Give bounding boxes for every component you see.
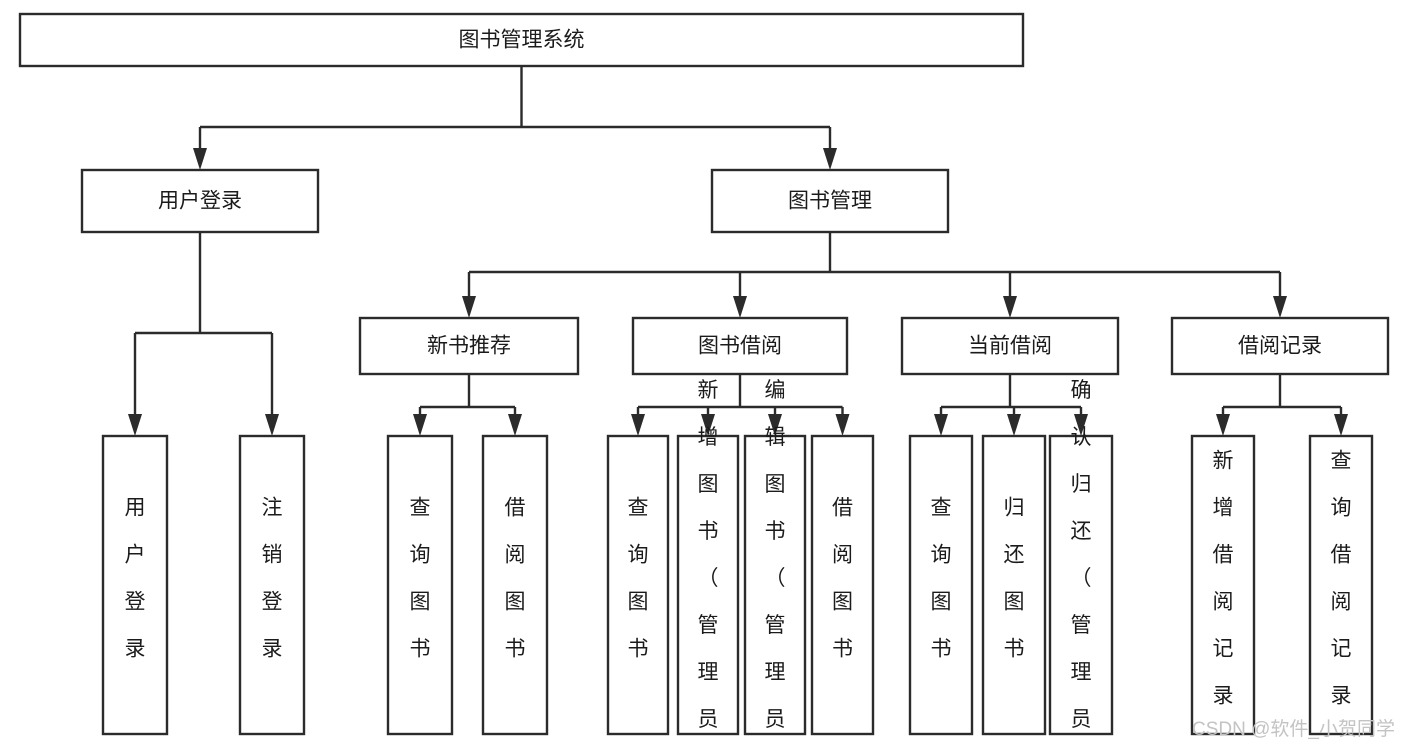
arrow-head-icon [1334,414,1348,436]
arrow-head-icon [1216,414,1230,436]
node-book-borrow-label: 图书借阅 [698,335,782,358]
node-leaf-return-book-label: 归还图书 [1004,497,1025,661]
node-leaf-query-borrow-record-box [1308,434,1374,736]
node-current-borrow-label: 当前借阅 [968,335,1052,358]
node-new-book-recommend-box [358,316,580,376]
node-leaf-query-book-1[interactable]: 查询图书 [386,434,454,736]
node-leaf-confirm-return-admin[interactable]: 确认归还（管理员） [1048,379,1114,747]
arrow-head-icon [193,148,207,170]
arrow-head-icon [1074,414,1088,436]
node-leaf-query-book-3-label: 查询图书 [931,497,952,661]
nodes-layer: 图书管理系统用户登录图书管理新书推荐图书借阅当前借阅借阅记录用户登录注销登录查询… [18,12,1390,747]
arrow-head-icon [701,414,715,436]
arrow-head-icon [413,414,427,436]
node-leaf-add-borrow-record-label: 新增借阅记录 [1213,450,1234,708]
node-leaf-query-book-2-box [606,434,670,736]
node-leaf-query-book-3-box [908,434,974,736]
node-leaf-add-borrow-record-box [1190,434,1256,736]
node-leaf-logout-login[interactable]: 注销登录 [238,434,306,736]
node-user-login[interactable]: 用户登录 [80,168,320,234]
node-leaf-add-book-admin[interactable]: 新增图书（管理员） [676,379,740,747]
node-leaf-return-book[interactable]: 归还图书 [981,434,1047,736]
node-leaf-borrow-book-2-label: 借阅图书 [832,497,853,661]
arrow-head-icon [631,414,645,436]
node-leaf-borrow-book-2-box [810,434,875,736]
node-leaf-user-login-box [101,434,169,736]
node-leaf-query-book-2[interactable]: 查询图书 [606,434,670,736]
arrow-head-icon [265,414,279,436]
node-leaf-user-login-label: 用户登录 [125,497,146,661]
node-leaf-borrow-book-1-label: 借阅图书 [505,497,526,661]
node-current-borrow-box [900,316,1120,376]
arrow-head-icon [1003,296,1017,318]
arrow-head-icon [733,296,747,318]
arrow-head-icon [823,148,837,170]
arrow-head-icon [128,414,142,436]
arrow-head-icon [768,414,782,436]
arrow-head-icon [1273,296,1287,318]
node-leaf-logout-login-box [238,434,306,736]
node-leaf-query-book-3[interactable]: 查询图书 [908,434,974,736]
node-leaf-confirm-return-admin-box [1048,434,1114,736]
node-leaf-query-book-2-label: 查询图书 [628,497,649,661]
arrow-head-icon [508,414,522,436]
arrow-head-icon [934,414,948,436]
node-book-manage[interactable]: 图书管理 [710,168,950,234]
connectors-layer [128,66,1348,436]
node-leaf-edit-book-admin-box [743,434,807,736]
arrow-head-icon [462,296,476,318]
node-leaf-confirm-return-admin-label: 确认归还（管理员） [1071,379,1092,747]
node-new-book-recommend-label: 新书推荐 [427,335,511,358]
node-leaf-add-book-admin-box [676,434,740,736]
node-leaf-logout-login-label: 注销登录 [262,497,283,661]
node-new-book-recommend[interactable]: 新书推荐 [358,316,580,376]
node-user-login-box [80,168,320,234]
node-leaf-borrow-book-1[interactable]: 借阅图书 [481,434,549,736]
arrow-head-icon [835,414,850,436]
node-current-borrow[interactable]: 当前借阅 [900,316,1120,376]
node-book-borrow-box [631,316,849,376]
node-borrow-record-label: 借阅记录 [1238,335,1322,358]
node-leaf-edit-book-admin[interactable]: 编辑图书（管理员） [743,379,807,747]
node-user-login-label: 用户登录 [158,190,242,213]
node-leaf-add-book-admin-label: 新增图书（管理员） [698,379,719,747]
node-leaf-add-borrow-record[interactable]: 新增借阅记录 [1190,434,1256,736]
node-leaf-query-book-1-box [386,434,454,736]
arrow-head-icon [1007,414,1021,436]
node-root-system-box [18,12,1025,68]
node-leaf-user-login[interactable]: 用户登录 [101,434,169,736]
node-book-borrow[interactable]: 图书借阅 [631,316,849,376]
node-leaf-query-book-1-label: 查询图书 [410,497,431,661]
node-leaf-borrow-book-2[interactable]: 借阅图书 [810,434,875,736]
node-root-system[interactable]: 图书管理系统 [18,12,1025,68]
node-leaf-return-book-box [981,434,1047,736]
node-borrow-record-box [1170,316,1390,376]
csdn-watermark: CSDN @软件_小贺同学 [1192,718,1395,740]
node-leaf-query-borrow-record[interactable]: 查询借阅记录 [1308,434,1374,736]
node-borrow-record[interactable]: 借阅记录 [1170,316,1390,376]
node-leaf-edit-book-admin-label: 编辑图书（管理员） [765,379,786,747]
node-book-manage-box [710,168,950,234]
node-leaf-borrow-book-1-box [481,434,549,736]
node-book-manage-label: 图书管理 [788,190,872,213]
node-root-system-label: 图书管理系统 [459,29,585,52]
node-leaf-query-borrow-record-label: 查询借阅记录 [1331,450,1352,708]
